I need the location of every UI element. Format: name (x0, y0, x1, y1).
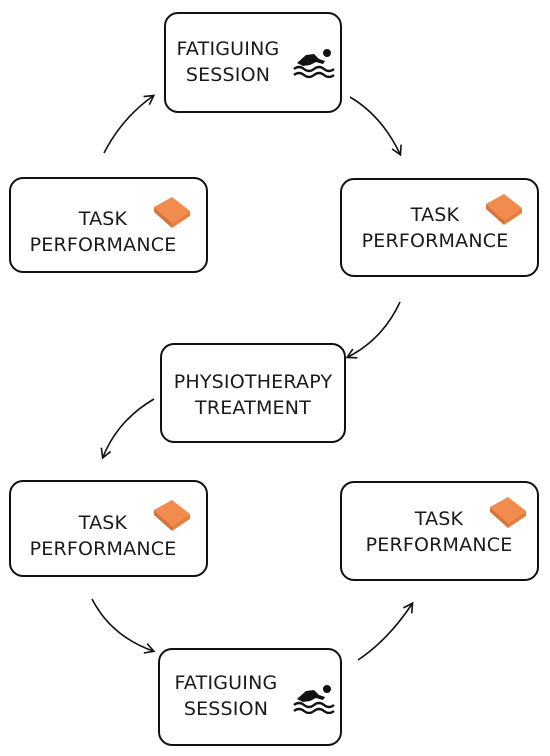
label-line-2: PERFORMANCE (361, 230, 509, 252)
arrow-task-to-fatiguing-bottom (91, 598, 156, 654)
book-icon (154, 500, 190, 531)
label-line-1: TASK (410, 204, 460, 226)
label-line-2: PERFORMANCE (365, 534, 513, 556)
task-performance-label: TASK PERFORMANCE (350, 202, 520, 254)
book-icon (486, 194, 522, 225)
label-line-1: PHYSIOTHERAPY (173, 371, 333, 393)
label-line-1: FATIGUING (174, 672, 278, 694)
book-icon (490, 497, 526, 528)
task-performance-label: TASK PERFORMANCE (18, 206, 188, 258)
arrow-fatiguing-top-to-task (349, 96, 402, 157)
task-performance-box (340, 178, 539, 277)
label-line-1: TASK (78, 512, 128, 534)
swimmer-icon (293, 685, 335, 714)
label-line-2: SESSION (185, 64, 271, 86)
label-line-2: SESSION (183, 698, 269, 720)
arrow-physio-to-task (100, 398, 155, 460)
label-line-2: PERFORMANCE (29, 234, 177, 256)
label-line-2: TREATMENT (195, 397, 311, 419)
label-line-1: FATIGUING (176, 38, 280, 60)
physiotherapy-treatment-box (160, 343, 346, 443)
task-performance-box (340, 481, 539, 581)
arrow-fatiguing-bottom-to-task (357, 601, 414, 661)
task-performance-label: TASK PERFORMANCE (18, 510, 188, 562)
arrow-task-to-fatiguing-top (103, 94, 156, 154)
fatiguing-session-label: FATIGUING SESSION (168, 670, 284, 722)
swimmer-icon (293, 49, 335, 78)
label-line-2: PERFORMANCE (29, 538, 177, 560)
label-line-1: TASK (78, 208, 128, 230)
physiotherapy-treatment-label: PHYSIOTHERAPY TREATMENT (160, 369, 346, 421)
label-line-1: TASK (414, 508, 464, 530)
fatiguing-session-label: FATIGUING SESSION (170, 36, 286, 88)
arrow-task-to-physio (345, 301, 401, 359)
book-icon (154, 197, 190, 228)
task-performance-label: TASK PERFORMANCE (354, 506, 524, 558)
